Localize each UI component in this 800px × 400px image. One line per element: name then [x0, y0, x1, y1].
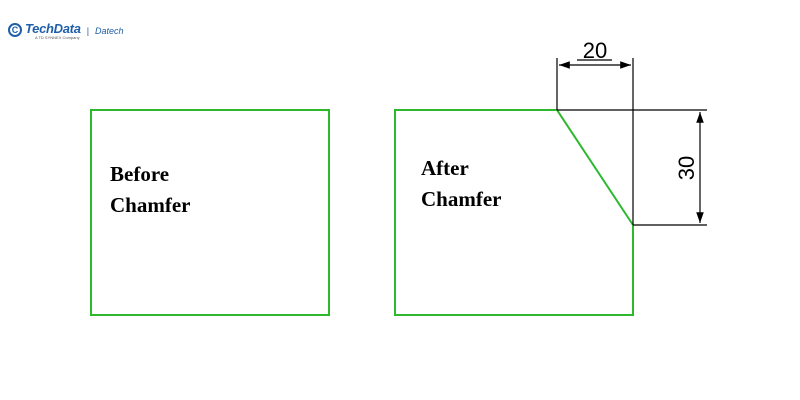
copyright-circle-icon: C [8, 23, 22, 37]
before-label-line2: Chamfer [110, 193, 190, 217]
after-label-line2: Chamfer [421, 187, 501, 211]
after-chamfered-shape [394, 109, 634, 316]
horizontal-dimension-value: 20 [583, 38, 607, 63]
vertical-dimension-value: 30 [674, 156, 699, 180]
before-label-line1: Before [110, 162, 169, 186]
logo-division: Datech [94, 26, 124, 36]
techdata-logo: C TechData A TD SYNNEX Company | Datech [8, 22, 124, 40]
logo-brand: TechData [25, 21, 81, 36]
before-square [90, 109, 330, 316]
logo-tagline: A TD SYNNEX Company [35, 35, 80, 40]
after-label-line1: After [421, 156, 469, 180]
logo-divider: | [86, 26, 89, 36]
